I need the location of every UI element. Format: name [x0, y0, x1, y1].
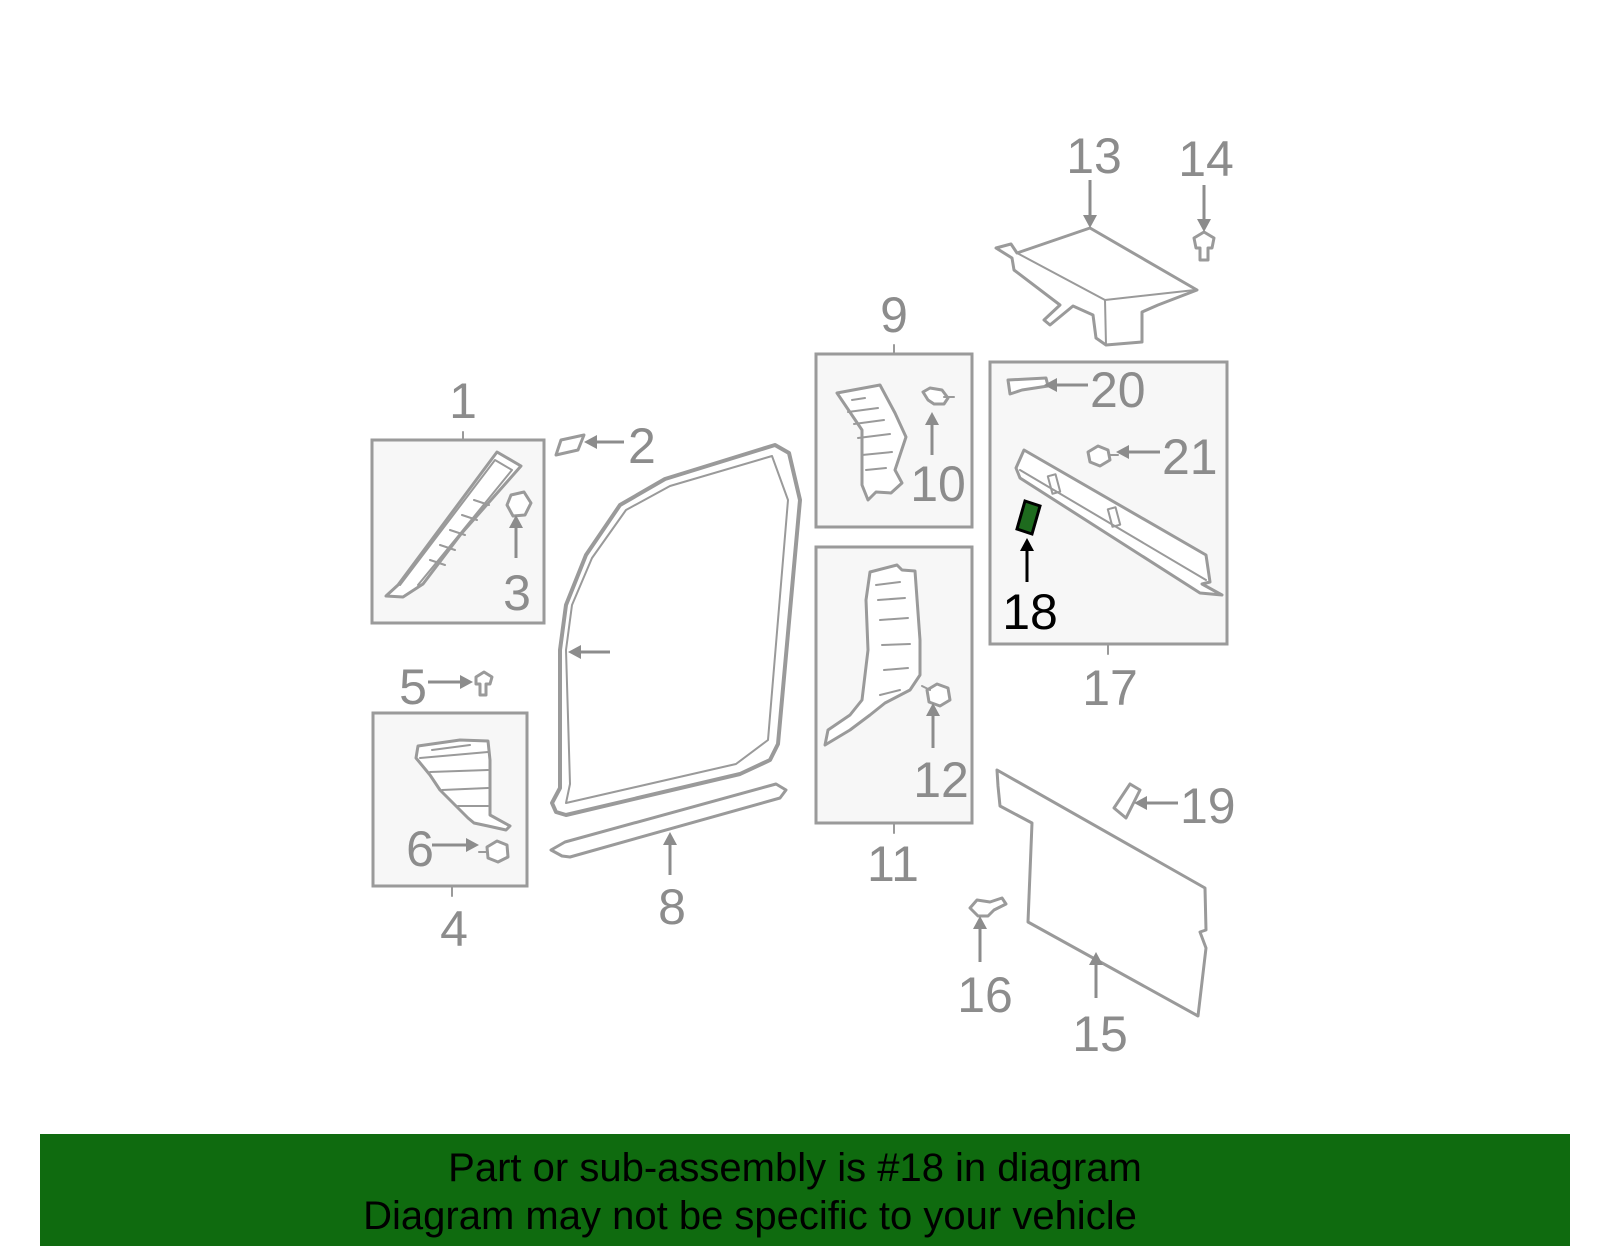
trim-panel-13 [994, 226, 1199, 347]
callout-20: 20 [1090, 362, 1146, 418]
callout-1: 1 [449, 373, 477, 429]
leader-arrows [428, 180, 1211, 998]
highlighted-part-18 [1015, 499, 1042, 536]
callout-6: 6 [406, 821, 434, 877]
bolt-6 [485, 839, 510, 864]
clip-10 [921, 386, 950, 406]
clip-20 [1006, 376, 1050, 396]
callout-labels: 1 2 3 4 5 6 8 9 10 11 12 13 14 15 16 17 … [399, 128, 1236, 1062]
banner-line-2: Diagram may not be specific to your vehi… [363, 1194, 1137, 1238]
door-opening-weatherstrip [550, 443, 802, 817]
callout-17: 17 [1082, 660, 1138, 716]
callout-2: 2 [628, 418, 656, 474]
group-box-4 [371, 711, 529, 897]
callout-11: 11 [867, 836, 919, 892]
clip-21 [1086, 444, 1112, 468]
a-pillar-garnish [384, 450, 523, 599]
callout-5: 5 [399, 659, 427, 715]
center-pillar-lower-garnish [823, 563, 922, 747]
callout-19: 19 [1180, 778, 1236, 834]
callout-9: 9 [880, 287, 908, 343]
clip-16 [968, 896, 1008, 918]
banner-line-1: Part or sub-assembly is #18 in diagram [448, 1146, 1142, 1190]
group-box-9 [814, 344, 974, 529]
callout-3: 3 [503, 565, 531, 621]
screw-5 [474, 670, 494, 697]
quarter-trim-panel-15 [995, 768, 1208, 1018]
cowl-side-trim [414, 738, 512, 832]
callout-4: 4 [440, 901, 468, 957]
clip-2 [554, 433, 586, 457]
callout-21: 21 [1162, 429, 1218, 485]
info-banner: Part or sub-assembly is #18 in diagram D… [40, 1134, 1570, 1246]
center-pillar-upper-garnish [835, 383, 908, 502]
callout-16: 16 [957, 967, 1013, 1023]
bolt-14 [1192, 230, 1216, 262]
callout-15: 15 [1072, 1006, 1128, 1062]
callout-10: 10 [910, 456, 966, 512]
group-box-11 [814, 545, 974, 834]
clip-19 [1112, 782, 1142, 820]
callout-12: 12 [913, 752, 969, 808]
scuff-plate-8 [549, 782, 788, 859]
cap-nut-3 [505, 490, 533, 518]
group-box-17 [988, 360, 1229, 655]
callout-18: 18 [1002, 584, 1058, 640]
callout-8: 8 [658, 879, 686, 935]
callout-13: 13 [1066, 128, 1122, 184]
callout-14: 14 [1178, 131, 1234, 187]
bolt-12 [925, 682, 952, 708]
